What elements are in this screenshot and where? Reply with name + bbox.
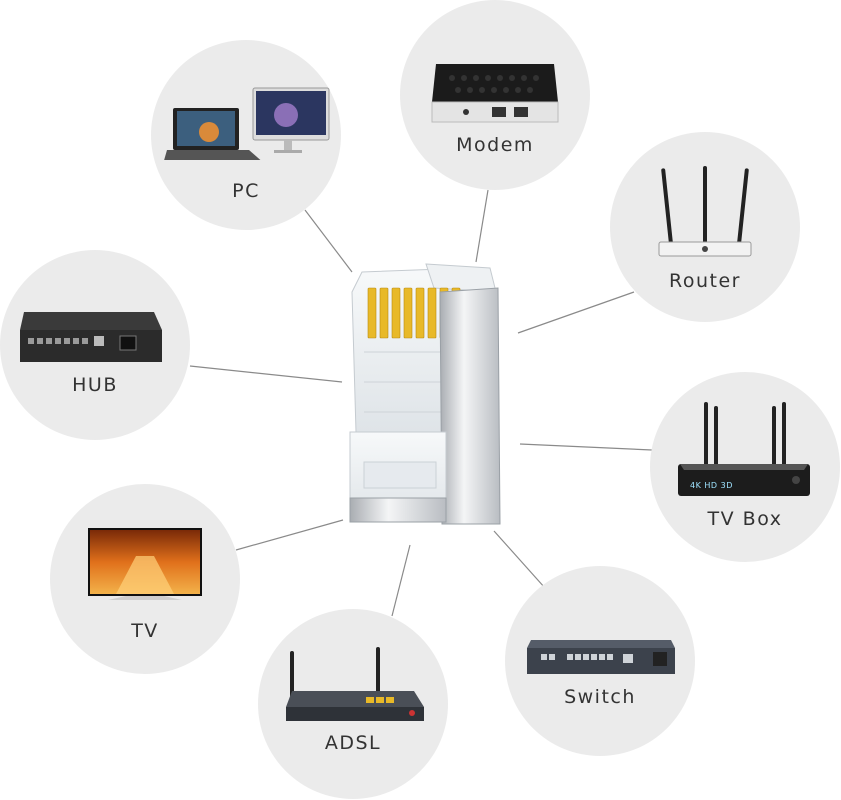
device-modem: Modem bbox=[400, 0, 590, 190]
device-router: Router bbox=[610, 132, 800, 322]
line-modem bbox=[475, 189, 489, 263]
adsl-icon bbox=[286, 647, 424, 721]
device-tv: TV bbox=[50, 484, 240, 674]
line-switch bbox=[493, 530, 546, 589]
label-tvbox: TV Box bbox=[707, 508, 783, 530]
line-pc bbox=[304, 209, 353, 273]
device-pc: PC bbox=[151, 40, 341, 230]
hub-icon bbox=[20, 312, 162, 362]
device-tvbox: 4K HD 3D TV Box bbox=[650, 372, 840, 562]
tv-box-icon bbox=[678, 402, 810, 496]
label-modem: Modem bbox=[456, 134, 534, 156]
modem-icon bbox=[431, 64, 559, 123]
label-hub: HUB bbox=[72, 374, 118, 396]
line-tv bbox=[235, 519, 344, 551]
line-router bbox=[517, 291, 635, 334]
label-adsl: ADSL bbox=[324, 732, 382, 754]
label-pc: PC bbox=[232, 180, 260, 202]
device-switch: Switch bbox=[505, 566, 695, 756]
line-hub bbox=[189, 365, 343, 383]
line-tvbox bbox=[519, 443, 653, 451]
tv-icon bbox=[88, 528, 202, 600]
pc-icon bbox=[164, 87, 330, 160]
device-hub: HUB bbox=[0, 250, 190, 440]
line-adsl bbox=[391, 544, 411, 617]
router-icon bbox=[658, 166, 752, 257]
label-switch: Switch bbox=[564, 686, 636, 708]
label-router: Router bbox=[669, 270, 741, 292]
tv-box-screen-text: 4K HD 3D bbox=[690, 481, 733, 490]
rj45-connector bbox=[349, 263, 501, 525]
device-adsl: ADSL bbox=[258, 609, 448, 799]
switch-icon bbox=[527, 640, 675, 674]
label-tv: TV bbox=[131, 620, 159, 642]
